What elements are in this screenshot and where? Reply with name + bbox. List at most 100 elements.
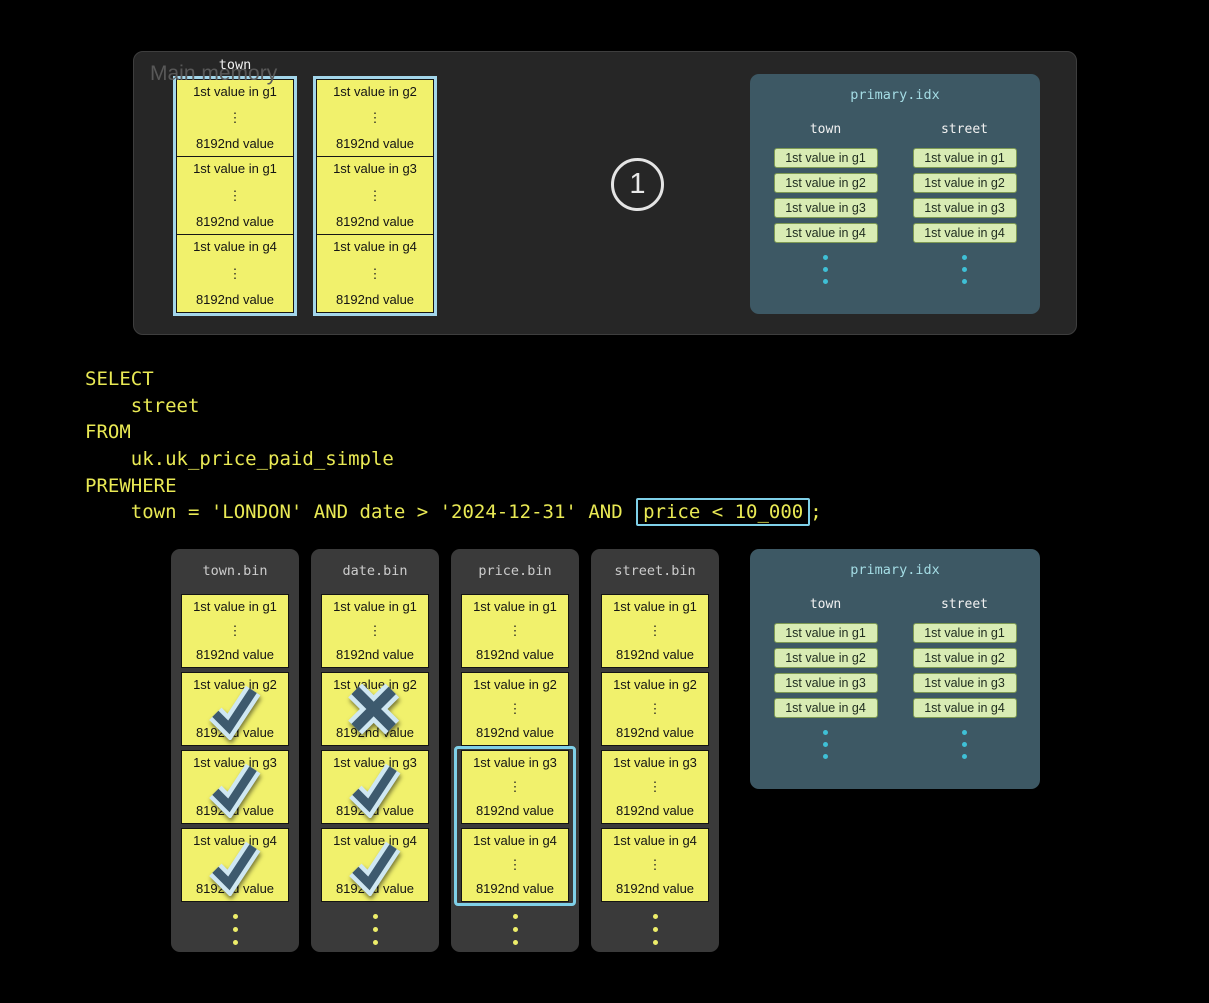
- granule-last-value-label: 8192nd value: [475, 725, 555, 740]
- index-entry: 1st value in g4: [773, 223, 878, 243]
- dot-icon: [823, 255, 828, 260]
- granule-first-value-label: 1st value in g4: [193, 833, 277, 848]
- index-column-label: street: [941, 597, 988, 612]
- granule-block: 1st value in g4⋮8192nd value: [176, 235, 294, 313]
- granule-block: 1st value in g3 ⋮ 8192nd value: [181, 750, 289, 824]
- primary-index-title: primary.idx: [850, 562, 940, 578]
- more-entries-dots-icon: [823, 730, 828, 759]
- granule-block: 1st value in g1⋮8192nd value: [601, 594, 709, 668]
- granule-ellipsis-icon: ⋮: [508, 779, 522, 794]
- granule-block: 1st value in g2⋮8192nd value: [461, 672, 569, 746]
- granule-ellipsis-icon: ⋮: [368, 187, 382, 203]
- sql-text: street: [85, 394, 200, 417]
- granule-last-value-label: 8192nd value: [195, 803, 275, 818]
- granule-first-value-label: 1st value in g3: [193, 755, 277, 770]
- sql-line: town = 'LONDON' AND date > '2024-12-31' …: [85, 498, 822, 527]
- sql-text: PREWHERE: [85, 474, 177, 497]
- town-column-label: town: [218, 57, 252, 73]
- more-entries-dots-icon: [962, 255, 967, 284]
- granule-first-value-label: 1st value in g1: [613, 599, 697, 614]
- granule-ellipsis-icon: ⋮: [368, 110, 382, 125]
- granule-ellipsis-icon: ⋮: [648, 779, 662, 794]
- granule-block: 1st value in g1⋮8192nd value: [176, 79, 294, 157]
- index-entry: 1st value in g2: [912, 648, 1017, 668]
- dot-icon: [962, 754, 967, 759]
- sql-line: PREWHERE: [85, 473, 822, 500]
- granule-last-value-label: 8192nd value: [335, 136, 415, 151]
- granule-block: 1st value in g1⋮8192nd value: [461, 594, 569, 668]
- index-column-label: town: [809, 597, 842, 612]
- index-entry: 1st value in g2: [773, 648, 878, 668]
- granule-block: 1st value in g4⋮8192nd value: [461, 828, 569, 902]
- index-entry: 1st value in g4: [912, 223, 1017, 243]
- granule-ellipsis-icon: ⋮: [228, 857, 242, 872]
- granule-ellipsis-icon: ⋮: [368, 623, 382, 638]
- dot-icon: [232, 940, 238, 945]
- granule-block: 1st value in g2⋮8192nd value: [601, 672, 709, 746]
- granule-last-value-label: 8192nd value: [195, 292, 275, 307]
- dot-icon: [823, 754, 828, 759]
- granule-ellipsis-icon: ⋮: [368, 701, 382, 716]
- dot-icon: [512, 914, 518, 919]
- granule-ellipsis-icon: ⋮: [228, 779, 242, 794]
- dot-icon: [652, 914, 658, 919]
- index-column-label: town: [809, 122, 842, 137]
- granule-block: 1st value in g2⋮8192nd value: [181, 672, 289, 746]
- index-entry: 1st value in g4: [912, 698, 1017, 718]
- dot-icon: [232, 914, 238, 919]
- granule-first-value-label: 1st value in g1: [193, 84, 277, 99]
- dot-icon: [962, 730, 967, 735]
- granule-ellipsis-icon: ⋮: [228, 623, 242, 638]
- bin-panel-title: price.bin: [478, 563, 552, 579]
- granule-last-value-label: 8192nd value: [475, 881, 555, 896]
- bin-panel-title: town.bin: [202, 563, 268, 579]
- granule-ellipsis-icon: ⋮: [648, 701, 662, 716]
- more-entries-dots-icon: [823, 255, 828, 284]
- granule-ellipsis-icon: ⋮: [368, 857, 382, 872]
- granule-block: 1st value in g4⋮8192nd value: [601, 828, 709, 902]
- granule-ellipsis-icon: ⋮: [508, 857, 522, 872]
- granule-block: 1st value in g4⋮8192nd value: [321, 828, 429, 902]
- granule-last-value-label: 8192nd value: [615, 725, 695, 740]
- dot-icon: [652, 940, 658, 945]
- primary-index-title: primary.idx: [850, 87, 940, 103]
- dot-icon: [962, 267, 967, 272]
- dot-icon: [962, 742, 967, 747]
- granule-first-value-label: 1st value in g3: [333, 755, 417, 770]
- granule-block: 1st value in g2⋮8192nd value: [321, 672, 429, 746]
- dot-icon: [512, 940, 518, 945]
- granule-first-value-label: 1st value in g3: [473, 755, 557, 770]
- granule-first-value-label: 1st value in g1: [193, 161, 277, 176]
- index-entry: 1st value in g3: [912, 198, 1017, 218]
- sql-text: SELECT: [85, 368, 154, 390]
- granule-ellipsis-icon: ⋮: [368, 265, 382, 281]
- granule-block: 1st value in g2⋮8192nd value: [316, 79, 434, 157]
- granule-first-value-label: 1st value in g3: [333, 161, 417, 176]
- more-granules-dots-icon: [171, 914, 299, 945]
- more-entries-dots-icon: [962, 730, 967, 759]
- bin-panel-title: street.bin: [614, 563, 696, 579]
- granule-ellipsis-icon: ⋮: [508, 623, 522, 638]
- granule-first-value-label: 1st value in g1: [333, 599, 417, 614]
- granule-ellipsis-icon: ⋮: [228, 265, 242, 281]
- dot-icon: [512, 927, 518, 932]
- dot-icon: [372, 914, 378, 919]
- dot-icon: [652, 927, 658, 932]
- granule-first-value-label: 1st value in g4: [333, 833, 417, 848]
- granule-ellipsis-icon: ⋮: [228, 701, 242, 716]
- granule-last-value-label: 8192nd value: [335, 214, 415, 229]
- granule-block: 1st value in g1⋮8192nd value: [181, 594, 289, 668]
- granule-first-value-label: 1st value in g2: [473, 677, 557, 692]
